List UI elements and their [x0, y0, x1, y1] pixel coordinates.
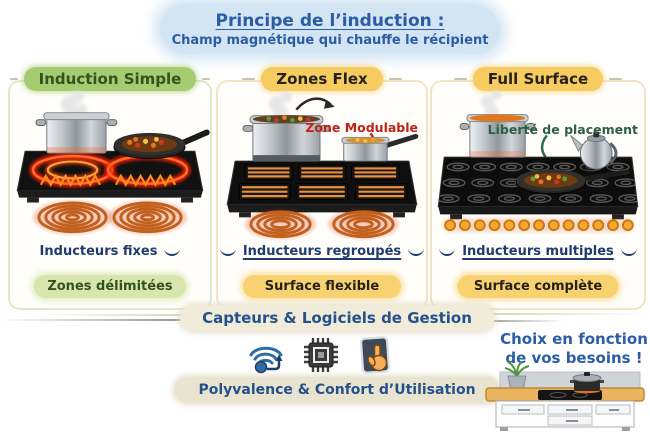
page-subtitle: Champ magnétique qui chauffe le récipien… [171, 32, 489, 48]
dash-decoration [10, 78, 18, 80]
squiggle-decoration [164, 247, 181, 256]
dash-decoration [202, 78, 210, 80]
dash-decoration [242, 78, 256, 80]
induction-coils [244, 209, 400, 240]
cooktop-simple-illustration [16, 90, 210, 235]
annotation-zone-modulable: Zone Modulable [305, 120, 418, 135]
cooktop-fullsurface-illustration [437, 89, 639, 233]
divider-line [472, 320, 564, 322]
divider-line [472, 313, 648, 315]
teapot [570, 131, 618, 172]
surface-badge: Zones délimitées [34, 275, 186, 298]
flex-coil-blocks [238, 164, 408, 201]
panel-title-row: Zones Flex [218, 67, 426, 91]
kitchen-counter-illustration [485, 361, 645, 431]
dash-decoration [609, 78, 623, 80]
header-banner: Principe de l’induction : Champ magnétiq… [160, 4, 500, 54]
annotation-arrow-black [295, 97, 335, 111]
touchscreen-icon [360, 336, 390, 374]
cabinet [495, 400, 635, 431]
stock-pot [35, 112, 118, 154]
soup-pot [459, 114, 536, 158]
inductor-label: Inducteurs multiples [462, 244, 614, 259]
annotation-liberte-placement: Liberté de placement [487, 122, 638, 137]
choice-line-1: Choix en fonction [500, 330, 648, 348]
divider-line [40, 314, 202, 316]
wifi-sensor-icon [249, 346, 283, 374]
cooktop-flex-illustration [226, 90, 419, 240]
saucepan [341, 133, 419, 162]
squiggle-decoration [439, 247, 456, 256]
squiggle-decoration [219, 247, 236, 256]
stock-pot [242, 115, 331, 162]
squiggle-decoration [408, 247, 425, 256]
inductor-label-row: Inducteurs regroupés [218, 244, 426, 259]
inductor-label: Inducteurs regroupés [242, 244, 402, 259]
panel-induction-simple: Induction Simple [8, 67, 212, 310]
panel-title-row: Induction Simple [10, 67, 210, 91]
left-burner-glow [29, 152, 116, 188]
veggie-pan [515, 169, 631, 195]
frying-pan [113, 129, 210, 160]
technology-icons-row [244, 334, 396, 376]
choice-caption: Choix en fonction de vos besoins ! [498, 330, 650, 368]
surface-badge: Surface complète [457, 275, 619, 298]
dash-decoration [388, 78, 402, 80]
inductor-label-row: Inducteurs multiples [432, 244, 644, 259]
sensors-banner: Capteurs & Logiciels de Gestion [180, 305, 494, 331]
panel-title-row: Full Surface [432, 67, 644, 91]
panel-title-badge: Induction Simple [23, 67, 197, 91]
steam [480, 89, 502, 118]
squiggle-decoration [620, 247, 637, 256]
panel-zones-flex: Zones Flex [216, 67, 428, 310]
induction-coils [32, 200, 188, 235]
benefit-banner: Polyvalence & Confort d’Utilisation [174, 377, 500, 403]
panel-full-surface: Full Surface [430, 67, 646, 310]
dash-decoration [453, 78, 467, 80]
page-title: Principe de l’induction : [215, 10, 445, 31]
multi-inductor-row [442, 218, 634, 233]
divider-line [0, 319, 200, 321]
inductor-label: Inducteurs fixes [39, 244, 158, 259]
inductor-label-row: Inducteurs fixes [10, 244, 210, 259]
small-pot [570, 372, 604, 394]
processor-chip-icon [304, 338, 338, 372]
panel-title-badge: Zones Flex [261, 67, 383, 91]
choice-line-2: de vos besoins ! [505, 348, 643, 367]
surface-badge: Surface flexible [242, 275, 402, 298]
panel-title-badge: Full Surface [472, 67, 604, 91]
